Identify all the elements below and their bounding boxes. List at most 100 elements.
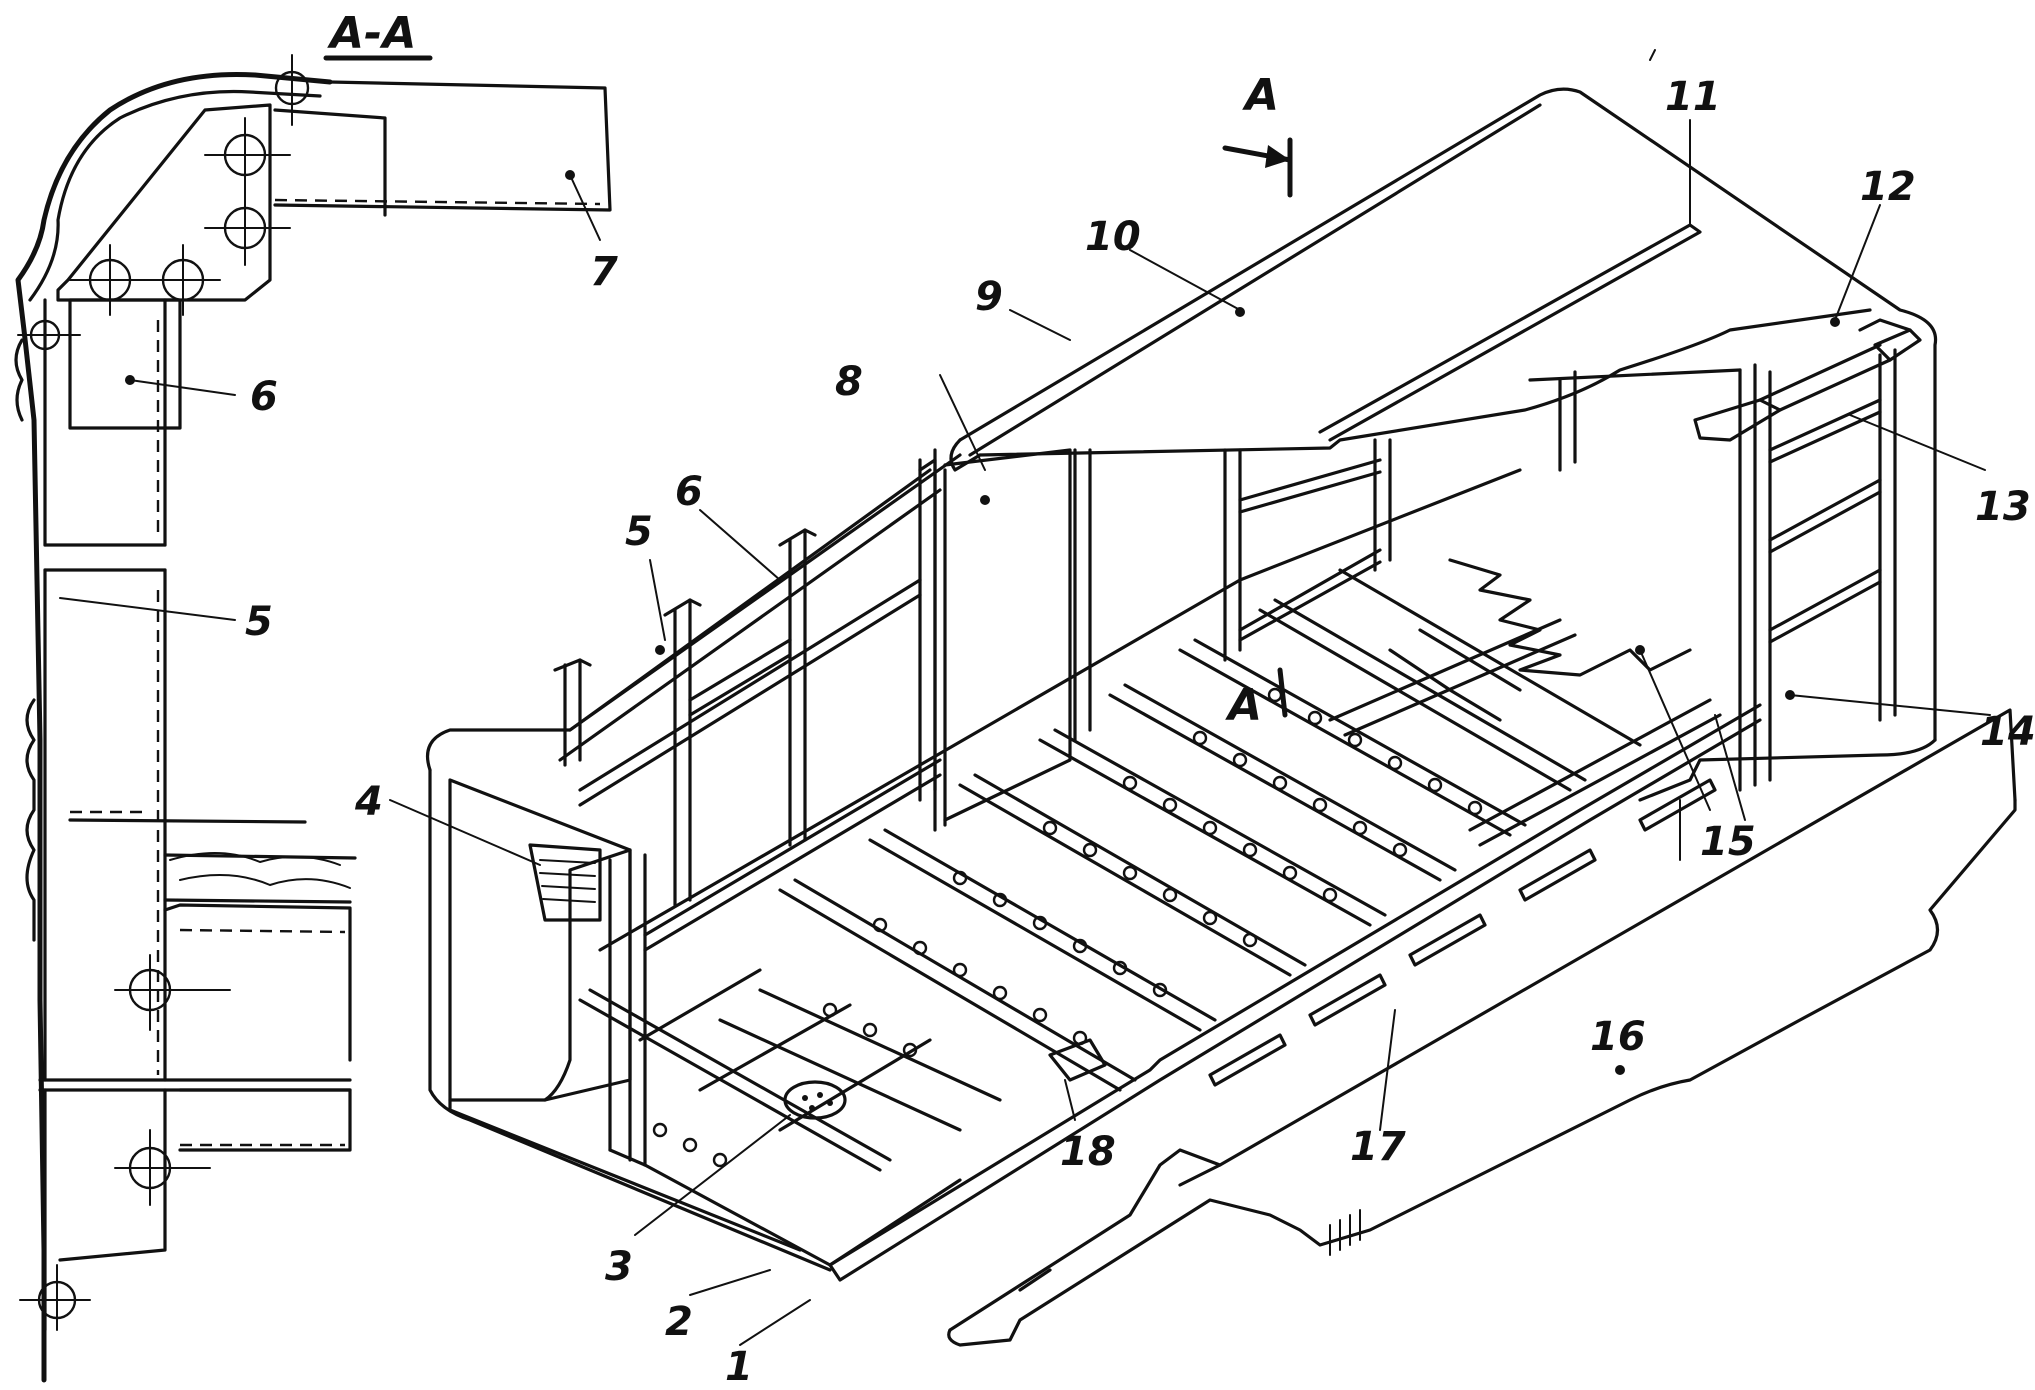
label-3: 3: [605, 1244, 633, 1290]
rear-rail-13: [1768, 398, 1882, 464]
floor-line-top: [68, 818, 307, 824]
section-title: A-A: [327, 8, 416, 59]
label-4: 4: [354, 779, 383, 825]
door-pillar: [918, 458, 947, 832]
isometric-body-frame: A: [354, 49, 2035, 1390]
label-14: 14: [1980, 709, 2035, 755]
front-panel-outline: [428, 768, 832, 1272]
roof-panel-edge: [978, 308, 1872, 457]
rear-rail-low: [1768, 568, 1882, 644]
front-panel-inner: [448, 778, 632, 1102]
roof-panel: [273, 80, 612, 212]
rear-top-rail: [1528, 368, 1742, 382]
right-belt-rail: [1238, 548, 1382, 642]
floor-board-edge: [163, 853, 357, 860]
roof-rear-corner: [1858, 318, 1912, 332]
rear-rail-mid: [1768, 478, 1882, 554]
chassis-top-edge: [948, 708, 2017, 1332]
grille: [528, 843, 602, 922]
right-window-rail: [1238, 458, 1382, 514]
label-17: 17: [1350, 1124, 1406, 1170]
floor-wood-grain: [169, 852, 351, 889]
front-panel-curl: [543, 848, 632, 1102]
front-bottom-edge: [448, 1098, 802, 1252]
roof-stringer-11: [1318, 223, 1702, 442]
label-s6: 6: [250, 374, 278, 420]
inner-skin: [28, 89, 322, 302]
label-s7: 7: [590, 249, 618, 295]
floor-bracket: [1048, 1038, 1107, 1082]
pillar-inner-low: [58, 1088, 167, 1262]
label-6: 6: [675, 469, 703, 515]
left-wall-belt-rail: [578, 578, 922, 807]
rear-mid-post: [1558, 370, 1577, 472]
pillar-plate: [68, 298, 182, 430]
label-15: 15: [1700, 819, 1756, 865]
label-13: 13: [1975, 484, 2031, 530]
section-marker-arrowhead: [1265, 145, 1290, 168]
rear-bracket-left: [1693, 398, 1782, 442]
label-8: 8: [835, 359, 863, 405]
mid-pillar-2: [1223, 448, 1242, 662]
rear-right-pillar: [1878, 348, 1897, 722]
rear-floor-joists: [1388, 628, 1522, 722]
upper-skin-wave: [14, 338, 24, 422]
left-wall-top-rail: [568, 468, 932, 732]
label-12: 12: [1860, 164, 1916, 210]
front-floor-beam-1: [578, 988, 892, 1172]
section-marker-lower-tick: [1277, 667, 1288, 718]
torn-floor-covering: [1448, 558, 1692, 677]
roof-bracket: [273, 108, 387, 217]
left-wall-floor-rail: [643, 758, 942, 952]
front-pillar-base: [608, 1148, 647, 1167]
floor-beam: [163, 903, 352, 1062]
lower-member: [178, 1088, 352, 1152]
rear-corner-pillar: [1738, 363, 1772, 792]
leader-s7: [569, 174, 601, 241]
rear-floor-beam: [1328, 618, 1577, 737]
section-a-a-view: A-A: [14, 8, 618, 1383]
label-5: 5: [625, 509, 653, 555]
label-18: 18: [1060, 1129, 1116, 1175]
side-skin-wave: [25, 698, 36, 942]
rear-floor-beam-2: [1468, 698, 1722, 847]
section-marker: A: [1242, 70, 1279, 121]
roof-panel-hidden-edge: [274, 198, 601, 206]
rear-cross-member: [1758, 343, 1892, 412]
roof-outline: [958, 87, 1938, 742]
label-10: 10: [1085, 214, 1141, 260]
rear-lower-edge: [1638, 738, 1937, 802]
label-1: 1: [725, 1344, 753, 1390]
side-sill-outer: [828, 718, 1762, 1282]
section-marker-lower: A: [1225, 680, 1262, 731]
front-floor-beam-2: [718, 988, 1002, 1132]
chassis-ribs: [1329, 1209, 1361, 1256]
leader-s5: [59, 597, 236, 621]
front-top-edge: [425, 453, 962, 772]
chassis-details: [1018, 1163, 1222, 1292]
label-2: 2: [665, 1299, 693, 1345]
mid-pillar-1: [1073, 448, 1092, 742]
label-11: 11: [1665, 74, 1721, 120]
label-9: 9: [975, 274, 1003, 320]
leader-s6: [129, 379, 236, 396]
rear-bracket-right: [1873, 328, 1922, 362]
floor-beam-hidden: [179, 928, 346, 934]
roof-front-corner: [949, 438, 982, 472]
left-wall-top-rail-inner: [558, 488, 942, 762]
roof-rail: [968, 103, 1542, 457]
left-wall-window-rail: [688, 638, 792, 717]
bolts: [17, 54, 310, 1331]
callout-leaders: [389, 49, 1991, 1346]
front-corner-pillar: [608, 848, 647, 1167]
floor-board-bottom: [163, 898, 352, 904]
floor-right-edge: [828, 703, 1762, 1267]
chassis-outline: [947, 798, 2017, 1347]
label-s5: 5: [245, 599, 273, 645]
sill-slots: [1208, 778, 1717, 1087]
outer-skin: [15, 71, 333, 1383]
label-16: 16: [1590, 1014, 1646, 1060]
floor-left-edge: [598, 468, 1522, 952]
